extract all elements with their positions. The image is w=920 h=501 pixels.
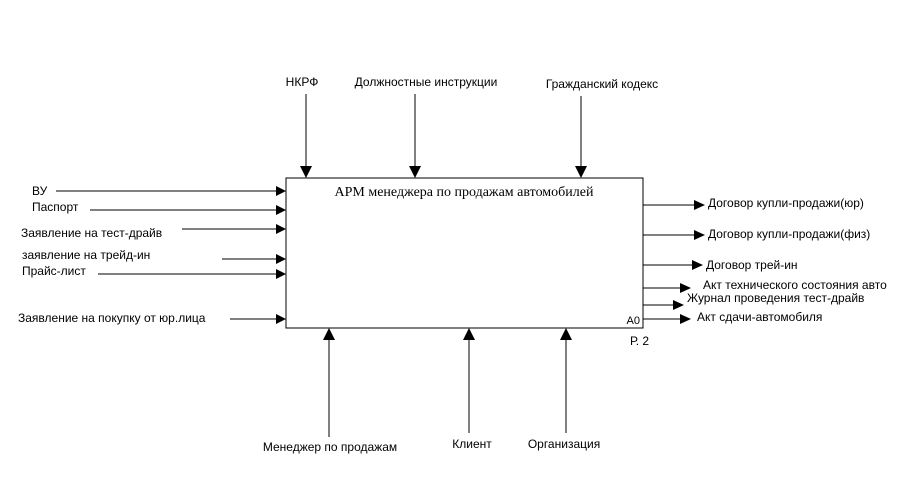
input-arrow[interactable] — [98, 269, 286, 279]
arrowhead-right-icon — [694, 230, 705, 240]
output-arrow[interactable] — [643, 260, 703, 270]
mechanism-arrow[interactable] — [323, 328, 335, 437]
input-arrow[interactable] — [182, 224, 286, 234]
output-label: Акт сдачи-автомобиля — [697, 310, 822, 324]
output-label: Договор трей-ин — [706, 258, 798, 272]
page-reference: Р. 2 — [630, 334, 649, 348]
mechanism-label: Клиент — [452, 437, 492, 451]
arrowhead-down-icon — [300, 166, 312, 178]
control-arrow[interactable] — [300, 94, 312, 178]
arrowhead-right-icon — [680, 283, 691, 293]
output-arrow[interactable] — [643, 200, 705, 210]
arrowhead-right-icon — [673, 300, 684, 310]
control-label: Должностные инструкции — [355, 75, 498, 89]
output-label: Договор купли-продажи(физ) — [708, 227, 870, 241]
node-number: A0 — [627, 315, 640, 327]
mechanism-label: Организация — [528, 437, 600, 451]
arrowhead-up-icon — [560, 328, 572, 340]
function-title: АРМ менеджера по продажам автомобилей — [335, 185, 594, 200]
input-label: ВУ — [32, 184, 48, 198]
control-arrow[interactable] — [575, 96, 587, 178]
control-arrow[interactable] — [409, 94, 421, 178]
arrowhead-right-icon — [276, 205, 286, 215]
function-box[interactable] — [285, 177, 644, 329]
arrowhead-right-icon — [276, 269, 286, 279]
mechanism-arrow[interactable] — [463, 328, 475, 433]
output-arrow[interactable] — [643, 283, 691, 293]
arrowhead-right-icon — [276, 186, 286, 196]
input-arrow[interactable] — [230, 314, 286, 324]
mechanism-label: Менеджер по продажам — [263, 440, 397, 454]
arrowhead-up-icon — [323, 328, 335, 340]
output-arrow[interactable] — [643, 314, 691, 324]
arrowhead-right-icon — [276, 224, 286, 234]
arrowhead-right-icon — [276, 314, 286, 324]
input-label: Прайс-лист — [22, 264, 86, 278]
output-label: Журнал проведения тест-драйв — [687, 291, 864, 305]
output-arrow[interactable] — [643, 300, 684, 310]
input-label: Заявление на тест-драйв — [21, 226, 162, 240]
arrowhead-right-icon — [694, 200, 705, 210]
arrowhead-up-icon — [463, 328, 475, 340]
arrowhead-right-icon — [692, 260, 703, 270]
arrowhead-down-icon — [409, 166, 421, 178]
output-arrow[interactable] — [643, 230, 705, 240]
output-label: Договор купли-продажи(юр) — [708, 196, 864, 210]
input-arrow[interactable] — [90, 205, 286, 215]
mechanism-arrow[interactable] — [560, 328, 572, 433]
input-arrow[interactable] — [222, 254, 286, 264]
control-label: НКРФ — [286, 75, 319, 89]
output-label: Акт технического состояния авто — [703, 278, 887, 292]
arrowhead-down-icon — [575, 166, 587, 178]
input-arrow[interactable] — [56, 186, 286, 196]
input-label: заявление на трейд-ин — [22, 248, 150, 262]
input-label: Заявление на покупку от юр.лица — [18, 311, 206, 325]
arrowhead-right-icon — [680, 314, 691, 324]
control-label: Гражданский кодекс — [546, 77, 658, 91]
arrowhead-right-icon — [276, 254, 286, 264]
input-label: Паспорт — [32, 200, 79, 214]
